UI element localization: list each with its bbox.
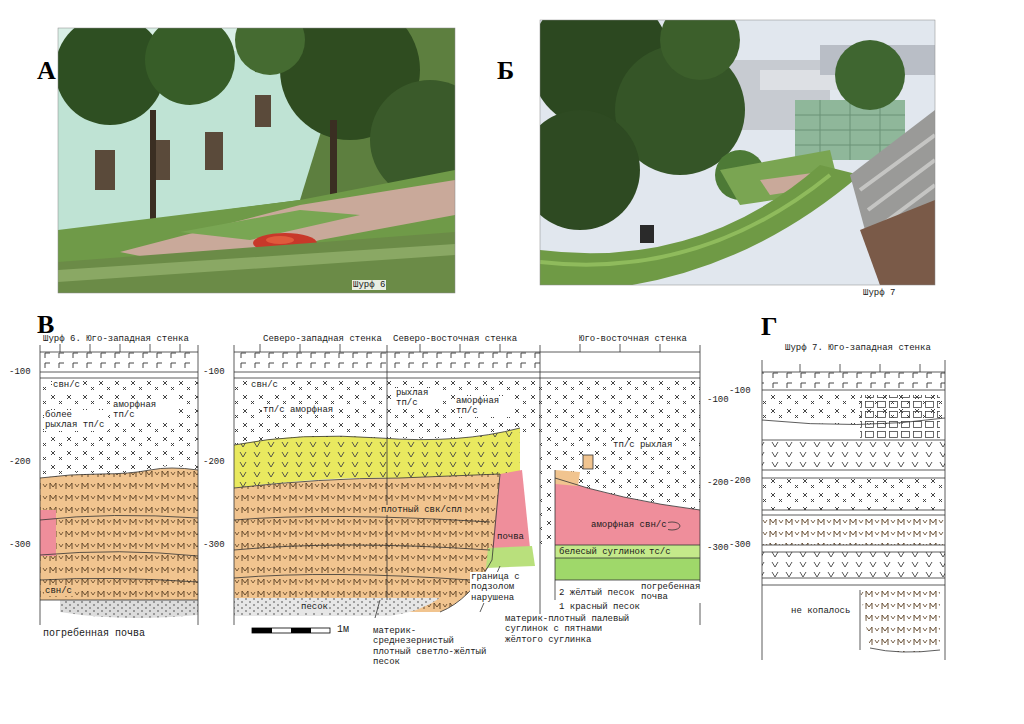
photo-b <box>540 20 935 285</box>
layer-label: тс/с <box>648 547 672 557</box>
photo-caption: Шурф 6 <box>352 280 386 290</box>
layer-label: 1 красный песок <box>558 602 641 612</box>
note: материк-плотный палевый суглинок с пятна… <box>504 614 646 645</box>
depth-mark: -200 <box>706 478 730 488</box>
depth-mark: -100 <box>706 395 730 405</box>
layer-label: погребенная почва <box>640 582 706 603</box>
layer-label: аморфная тп/с <box>455 396 511 417</box>
panel-letter: Г <box>760 314 779 340</box>
layer-label: свн/с <box>52 380 81 390</box>
layer-label: более рыхлая тп/с <box>44 410 108 431</box>
depth-mark: -200 <box>202 457 226 467</box>
section-title: Северо-западная стенка <box>262 334 383 344</box>
layer-label: плотный свк/спл <box>380 505 463 515</box>
note: граница с подзолом нарушена <box>470 572 536 603</box>
layer-label: песок <box>300 602 329 612</box>
scale-bar <box>252 628 330 633</box>
layer-label: свн/с <box>250 380 279 390</box>
section-title: Северо-восточная стенка <box>392 334 518 344</box>
depth-mark: -200 <box>728 476 752 486</box>
depth-mark: -200 <box>8 457 32 467</box>
layer-label: белесый суглинок <box>558 547 646 557</box>
depth-mark: -300 <box>728 540 752 550</box>
layer-label: тп/с аморфная <box>262 405 334 415</box>
section-title: Юго-восточная стенка <box>578 334 688 344</box>
depth-mark: -300 <box>8 540 32 550</box>
scale-label: 1м <box>336 624 350 636</box>
layer-label: тп/с рыхлая <box>612 440 673 450</box>
panel-letter: А <box>36 58 57 84</box>
photo-caption: Шурф 7 <box>862 288 896 298</box>
section-6-nw-ne <box>234 345 700 633</box>
depth-mark: -100 <box>202 367 226 377</box>
depth-mark: -300 <box>202 540 226 550</box>
panel-letter: Б <box>496 58 515 84</box>
note: не копалось <box>790 606 851 616</box>
layer-label: 2 жёлтый песок <box>558 588 636 598</box>
section-6-sw <box>40 345 198 625</box>
photo-a <box>58 28 455 293</box>
layer-label: аморфная свн/с <box>590 520 668 530</box>
depth-mark: -300 <box>706 543 730 553</box>
section-title: Шурф 6. Юго-западная стенка <box>42 334 190 344</box>
section-7-sw <box>762 360 945 660</box>
layer-label: рыхлая тп/с <box>395 388 439 409</box>
layer-label: аморфная тп/с <box>112 400 176 421</box>
layer-label: свн/с <box>44 586 73 596</box>
depth-mark: -100 <box>728 386 752 396</box>
note: материк-среднезернистый плотный светло-ж… <box>372 626 496 667</box>
depth-mark: -100 <box>8 367 32 377</box>
layer-label: почва <box>496 532 525 542</box>
layer-label: погребенная почва <box>42 628 146 640</box>
section-title: Шурф 7. Юго-западная стенка <box>784 343 932 353</box>
